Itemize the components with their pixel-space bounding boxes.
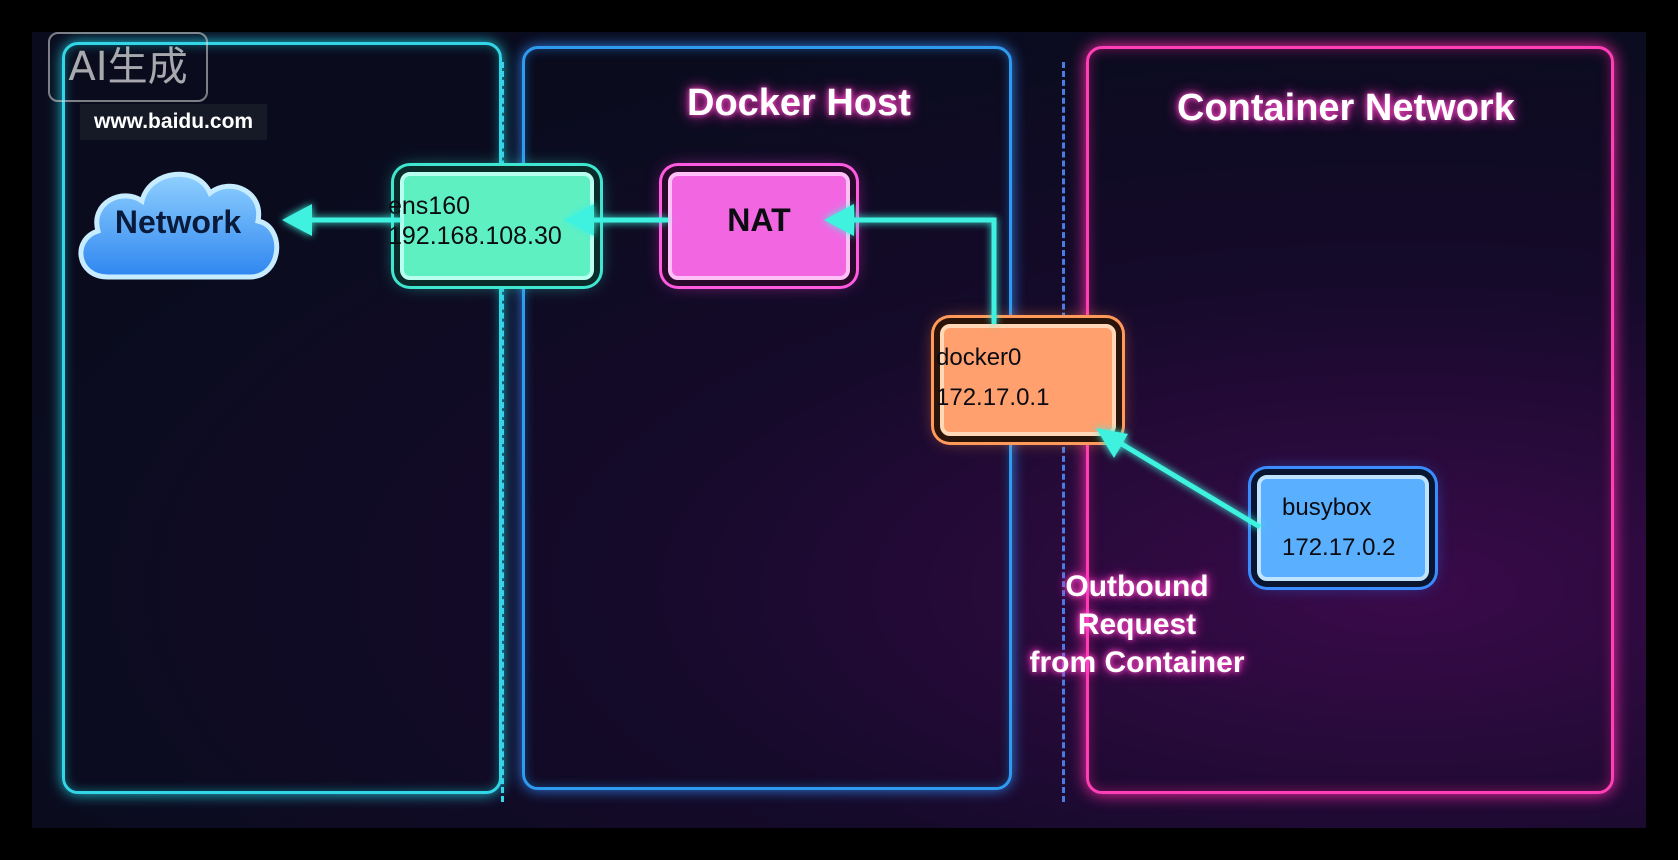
flow-arrows	[282, 204, 1262, 530]
divider-left	[501, 62, 504, 802]
ai-generated-watermark: AI生成	[48, 32, 208, 102]
annotation-line-3: from Container	[1029, 646, 1245, 679]
arrowhead-nat	[824, 204, 854, 236]
arrowhead-network	[282, 204, 312, 236]
network-label: Network	[114, 204, 242, 240]
docker0-name: docker0	[936, 344, 1022, 371]
annotation-line-2: Request	[1077, 608, 1197, 641]
arrow-docker0-to-nat	[852, 217, 997, 324]
nat-label: NAT	[727, 202, 791, 238]
docker0-node	[940, 324, 1116, 436]
ens160-ip: 192.168.108.30	[388, 222, 562, 250]
arrowhead-docker0	[1096, 428, 1128, 458]
external-network-panel	[62, 42, 502, 794]
arrowhead-ens160	[564, 204, 594, 236]
ens160-name: ens160	[388, 192, 471, 220]
url-label: www.baidu.com	[80, 104, 268, 140]
network-cloud-icon	[78, 171, 280, 280]
container-network-title: Container Network	[1177, 87, 1515, 129]
nat-node	[668, 172, 850, 280]
arrow-busybox-to-docker0	[1108, 434, 1262, 530]
outbound-request-annotation: Outbound Request from Container	[1022, 568, 1252, 682]
docker0-ip: 172.17.0.1	[936, 384, 1050, 411]
diagram-canvas: AI生成 www.baidu.com Docker Host Container…	[32, 32, 1646, 828]
busybox-node	[1257, 475, 1429, 581]
annotation-line-1: Outbound	[1065, 570, 1209, 603]
busybox-ip: 172.17.0.2	[1282, 534, 1396, 561]
docker-host-title: Docker Host	[687, 82, 911, 124]
busybox-name: busybox	[1282, 494, 1372, 521]
